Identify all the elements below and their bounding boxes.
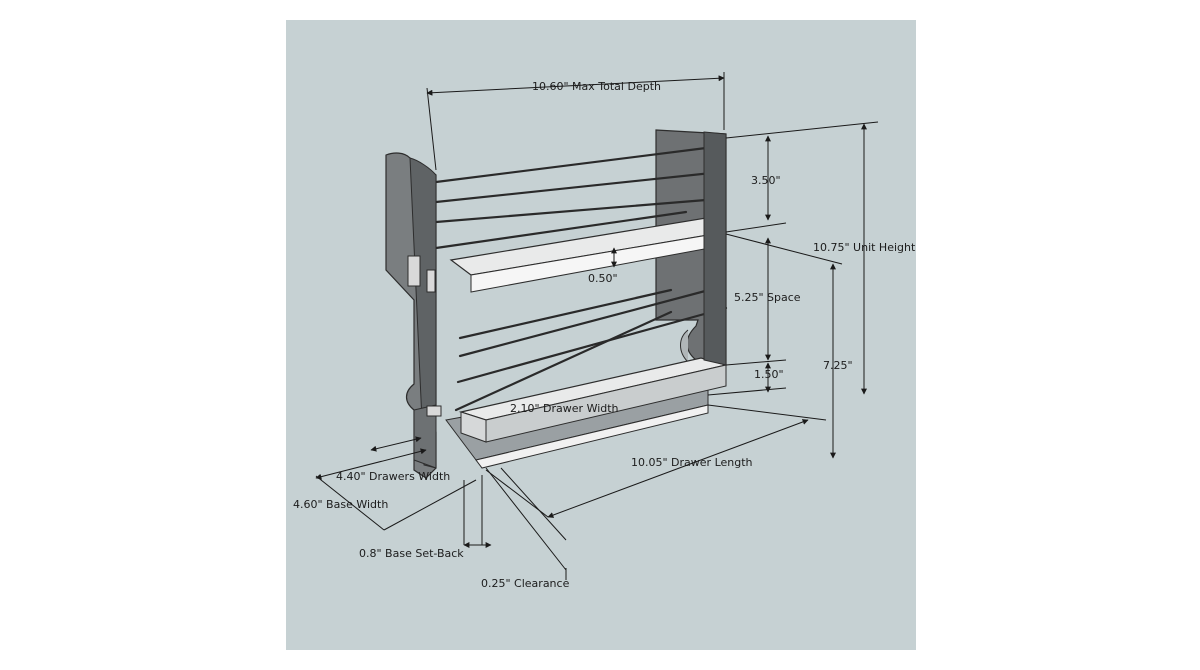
label-unit-height: 10.75" Unit Height <box>813 241 916 254</box>
label-base-setback: 0.8" Base Set-Back <box>359 547 464 560</box>
label-top-space: 3.50" <box>751 174 781 187</box>
label-drawer-width: 2.10" Drawer Width <box>510 402 619 415</box>
label-drawers-width: 4.40" Drawers Width <box>336 470 450 483</box>
diagram-panel: 10.60" Max Total Depth 3.50" 10.75" Unit… <box>286 20 916 650</box>
label-base-width: 4.60" Base Width <box>293 498 388 511</box>
label-drawer-length: 10.05" Drawer Length <box>631 456 753 469</box>
spice-rack-diagram: 10.60" Max Total Depth 3.50" 10.75" Unit… <box>286 20 916 650</box>
label-base-height: 1.50" <box>754 368 784 381</box>
dimension-lines <box>315 72 879 580</box>
diagram-background <box>286 20 916 650</box>
label-max-total-depth: 10.60" Max Total Depth <box>532 80 661 93</box>
label-bottom-height: 7.25" <box>823 359 853 372</box>
label-middle-space: 5.25" Space <box>734 291 801 304</box>
label-shelf-thickness: 0.50" <box>588 272 618 285</box>
label-clearance: 0.25" Clearance <box>481 577 570 590</box>
